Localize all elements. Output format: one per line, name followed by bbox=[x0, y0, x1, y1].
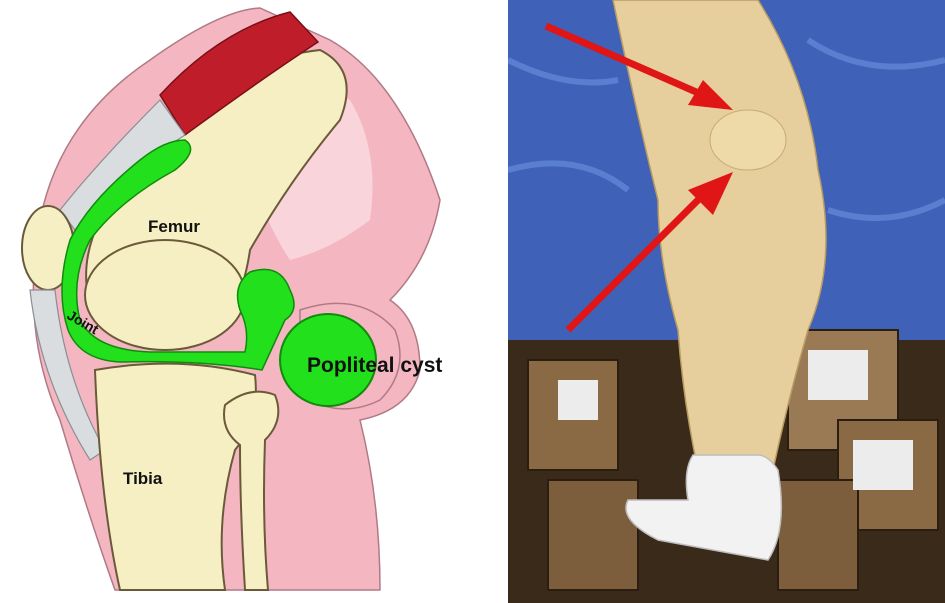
femur-label: Femur bbox=[148, 217, 200, 236]
knee-bulge bbox=[710, 110, 786, 170]
femoral-condyle bbox=[85, 240, 245, 350]
tibia-label: Tibia bbox=[123, 469, 163, 488]
clinical-photo bbox=[508, 0, 945, 603]
popliteal-cyst-label: Popliteal cyst bbox=[307, 354, 442, 377]
box-label bbox=[808, 350, 868, 400]
box-label bbox=[853, 440, 913, 490]
knee-anatomy-diagram: Femur Joint Popliteal cyst Tibia bbox=[0, 0, 505, 603]
box-label bbox=[558, 380, 598, 420]
box bbox=[778, 480, 858, 590]
box bbox=[548, 480, 638, 590]
